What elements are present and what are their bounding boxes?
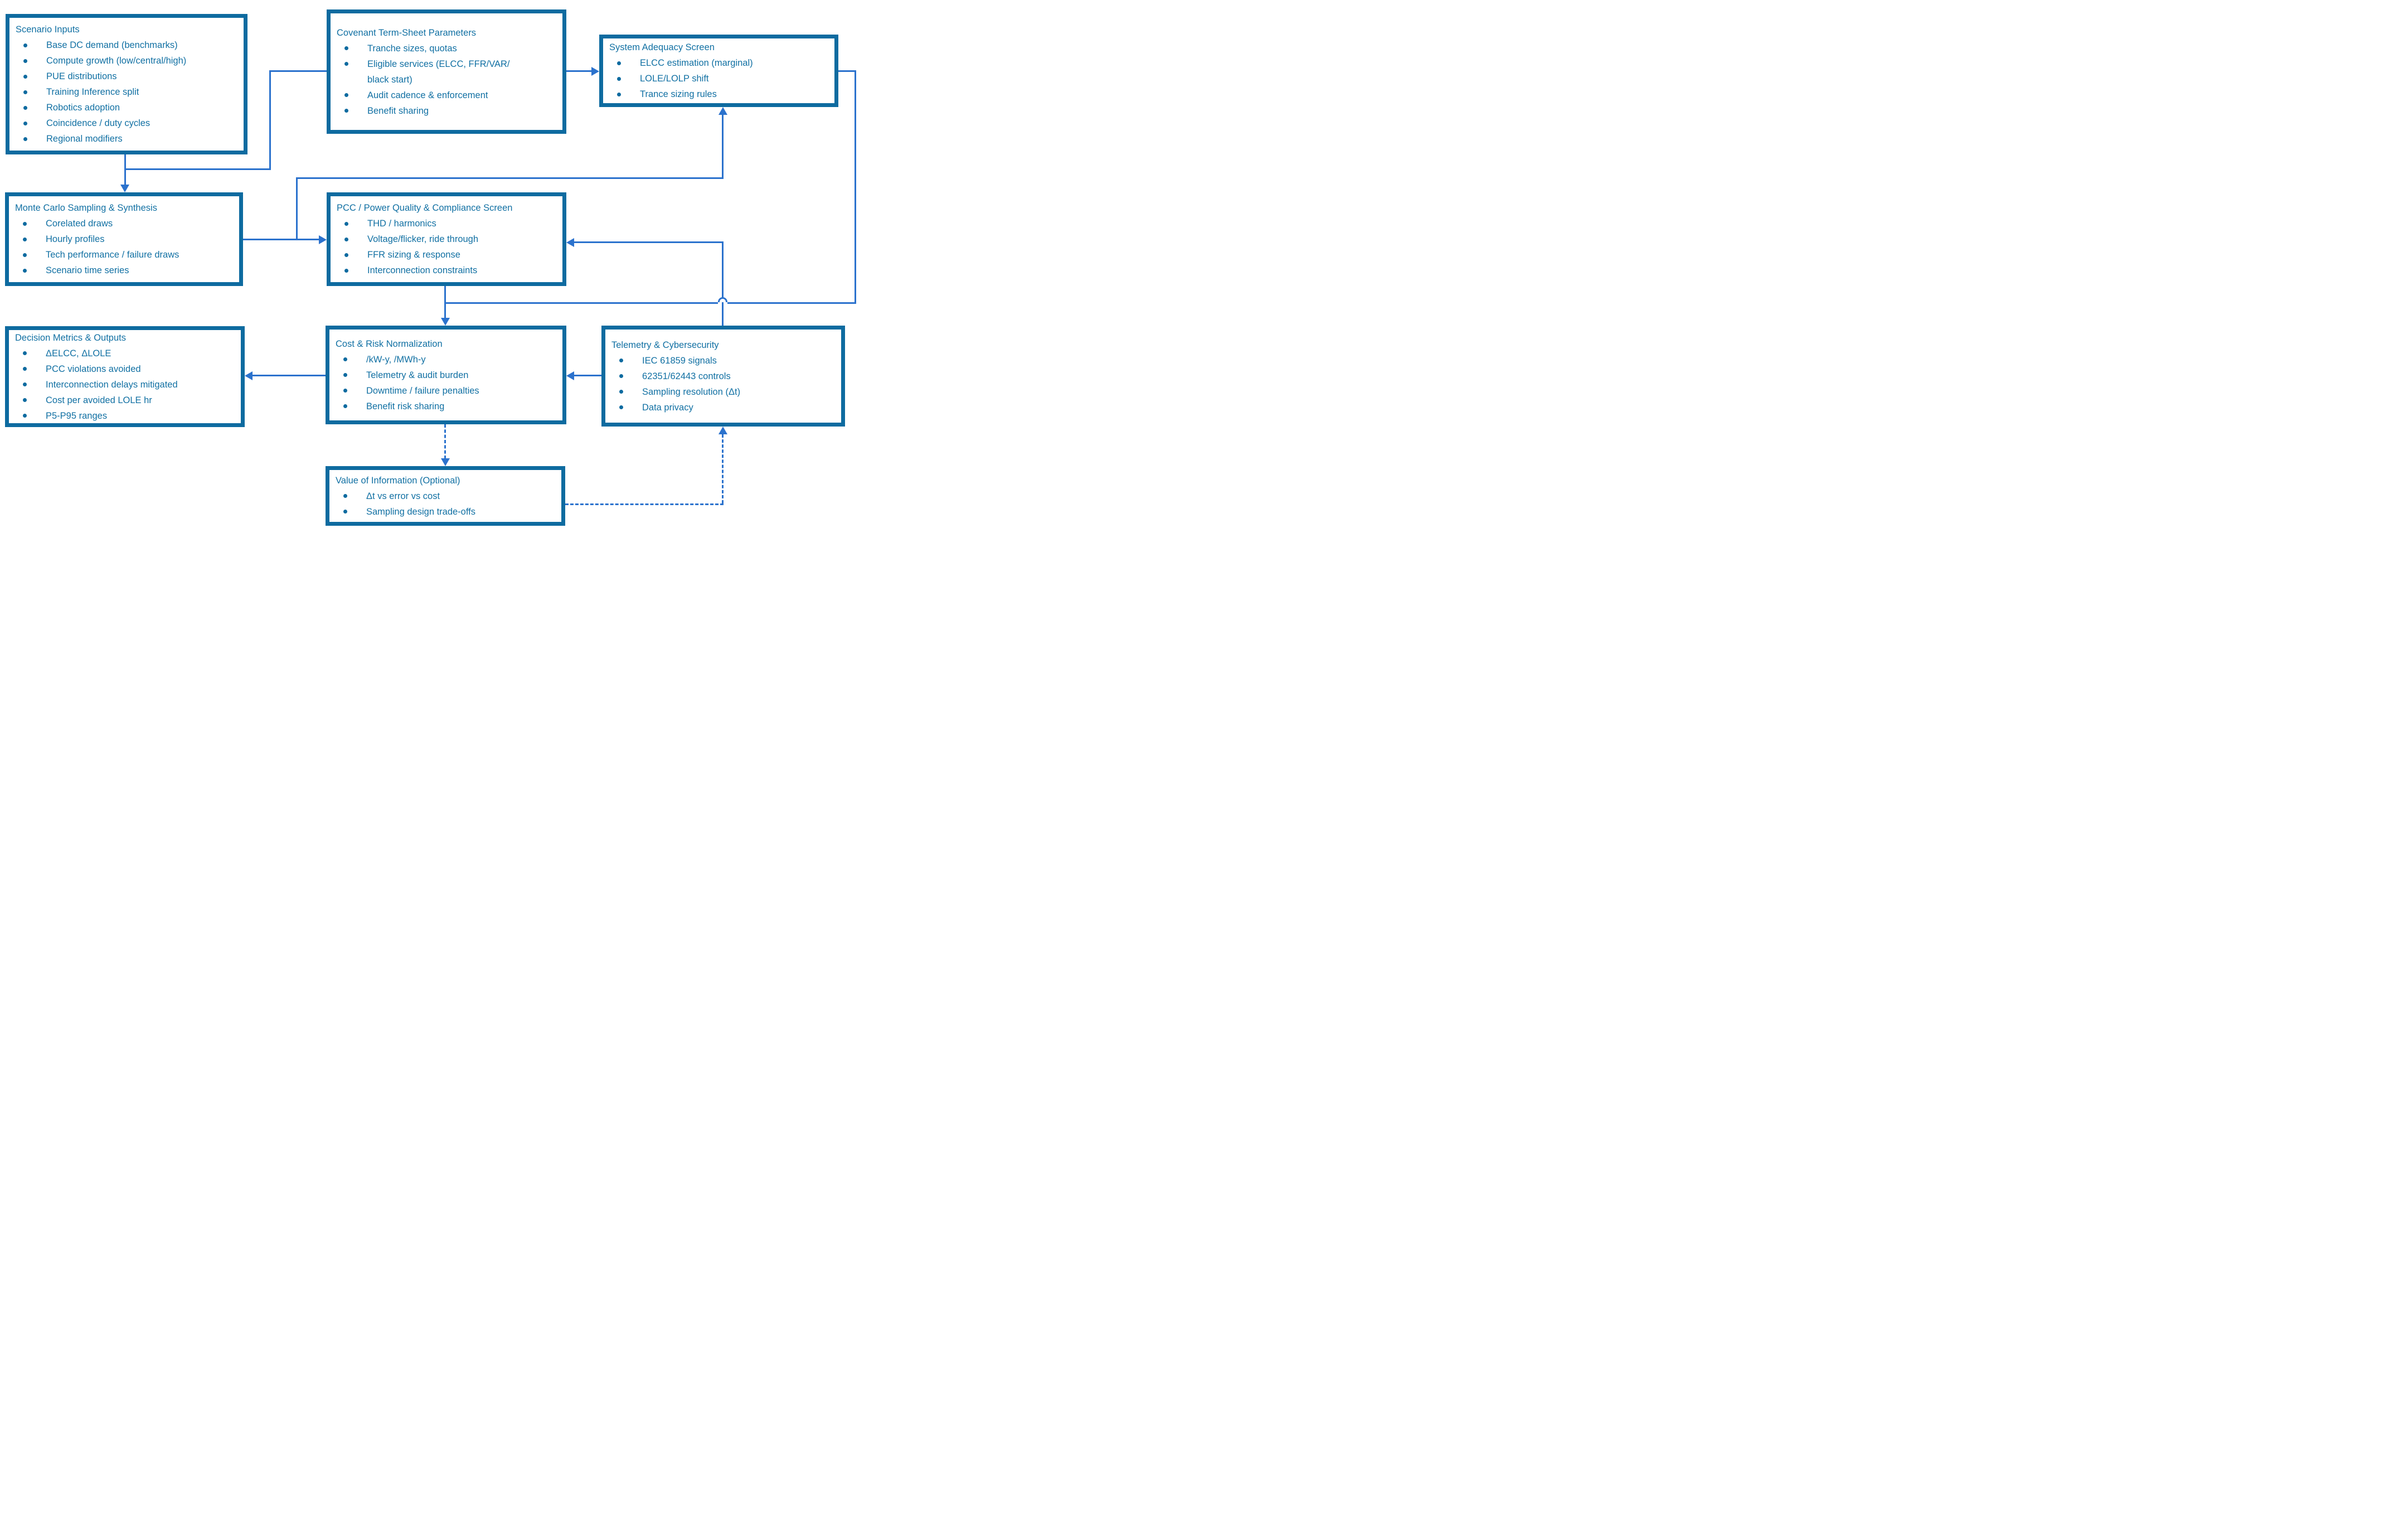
bullet-item: Hourly profiles [15, 231, 234, 247]
connector-costrisk-to-voi-dashed-segment [444, 424, 446, 459]
box-title: Covenant Term-Sheet Parameters [337, 27, 477, 38]
bullet-item: Compute growth (low/central/high) [16, 53, 238, 69]
connector-telemetry-to-pcc-segment [574, 241, 724, 243]
bullet-item: Sampling design trade-offs [336, 504, 556, 520]
arrowhead-into-telemetry-bottom [718, 427, 727, 434]
bullet-item: Sampling resolution (Δt) [611, 384, 836, 400]
bullet-item: Interconnection delays mitigated [15, 377, 235, 393]
connector-adequacy-to-costrisk-segment [727, 302, 856, 304]
connector-adequacy-to-costrisk-segment [444, 302, 718, 304]
bullet-item: Eligible services (ELCC, FFR/VAR/black s… [337, 56, 557, 88]
box-title: Monte Carlo Sampling & Synthesis [15, 203, 157, 213]
connector-scenario-to-covenant-segment [269, 70, 327, 72]
connector-montecarlo-to-adequacy-segment [296, 177, 298, 240]
box-title: PCC / Power Quality & Compliance Screen [337, 203, 513, 213]
connector-voi-to-telemetry-dashed-segment [722, 434, 724, 503]
connector-montecarlo-to-adequacy-segment [722, 114, 724, 179]
bullet-item: THD / harmonics [337, 216, 557, 231]
bullet-item: IEC 61859 signals [611, 353, 836, 369]
bullet-list: Base DC demand (benchmarks)Compute growt… [16, 37, 238, 147]
box-title: Cost & Risk Normalization [336, 338, 443, 349]
box-telemetry-cybersecurity: Telemetry & Cybersecurity IEC 61859 sign… [601, 326, 845, 427]
bullet-item: Δt vs error vs cost [336, 488, 556, 504]
bullet-item: ELCC estimation (marginal) [609, 55, 829, 71]
arrowhead-into-costrisk-top [441, 318, 450, 326]
connector-montecarlo-to-adequacy-segment [296, 177, 722, 179]
box-covenant-term-sheet-parameters: Covenant Term-Sheet Parameters Tranche s… [327, 9, 566, 134]
box-system-adequacy-screen: System Adequacy Screen ELCC estimation (… [599, 35, 838, 107]
bullet-item: Trance sizing rules [609, 86, 829, 102]
arrowhead-into-voi-top [441, 458, 450, 466]
bullet-item: Interconnection constraints [337, 263, 557, 278]
box-title: Scenario Inputs [16, 25, 80, 35]
connector-costrisk-to-decision-segment [253, 375, 326, 376]
connector-adequacy-to-costrisk-segment [838, 70, 856, 72]
connector-montecarlo-to-pcc-segment [243, 239, 319, 240]
bullet-item: Voltage/flicker, ride through [337, 231, 557, 247]
bullet-item: Tech performance / failure draws [15, 247, 234, 263]
bullet-item: Cost per avoided LOLE hr [15, 393, 235, 408]
connector-voi-to-telemetry-dashed-segment [565, 503, 724, 505]
bullet-item: FFR sizing & response [337, 247, 557, 263]
box-monte-carlo-sampling-synthesis: Monte Carlo Sampling & Synthesis Corelat… [5, 192, 243, 286]
box-title: Decision Metrics & Outputs [15, 332, 126, 343]
bullet-item: /kW-y, /MWh-y [336, 352, 557, 367]
connector-scenario-to-covenant-segment [269, 70, 271, 170]
bullet-item: Downtime / failure penalties [336, 383, 557, 399]
box-pcc-power-quality-compliance-screen: PCC / Power Quality & Compliance Screen … [327, 192, 566, 286]
bullet-item: Benefit risk sharing [336, 399, 557, 414]
connector-telemetry-to-costrisk-segment [574, 375, 601, 376]
line-hop [718, 297, 727, 302]
connector-telemetry-to-pcc-segment [722, 241, 724, 326]
bullet-item: Base DC demand (benchmarks) [16, 37, 238, 53]
bullet-item: LOLE/LOLP shift [609, 71, 829, 86]
bullet-item: ΔELCC, ΔLOLE [15, 346, 235, 361]
box-scenario-inputs: Scenario Inputs Base DC demand (benchmar… [6, 14, 247, 154]
arrowhead-into-pcc-left [319, 235, 327, 244]
bullet-item: Regional modifiers [16, 131, 238, 147]
connector-adequacy-to-costrisk-segment [855, 70, 856, 304]
arrowhead-into-decision-right [245, 371, 253, 380]
bullet-item: 62351/62443 controls [611, 369, 836, 384]
bullet-item: Audit cadence & enforcement [337, 88, 557, 103]
bullet-item: Scenario time series [15, 263, 234, 278]
diagram-canvas: Scenario Inputs Base DC demand (benchmar… [0, 0, 860, 543]
bullet-item: Coincidence / duty cycles [16, 115, 238, 131]
bullet-item: Telemetry & audit burden [336, 367, 557, 383]
connector-covenant-to-adequacy-segment [566, 70, 593, 72]
bullet-item: Data privacy [611, 400, 836, 415]
arrowhead-into-pcc-right [566, 238, 574, 247]
box-title: Value of Information (Optional) [336, 475, 460, 486]
bullet-list: ELCC estimation (marginal)LOLE/LOLP shif… [609, 55, 829, 102]
connector-scenario-to-covenant-segment [124, 168, 271, 170]
box-title: Telemetry & Cybersecurity [611, 340, 719, 350]
bullet-item: P5-P95 ranges [15, 408, 235, 424]
arrowhead-into-monte-carlo [120, 185, 129, 192]
bullet-item: PUE distributions [16, 69, 238, 84]
box-title: System Adequacy Screen [609, 42, 715, 52]
bullet-item: Benefit sharing [337, 103, 557, 119]
arrowhead-into-system-adequacy-left [591, 67, 599, 76]
bullet-item: Corelated draws [15, 216, 234, 231]
box-value-of-information: Value of Information (Optional) Δt vs er… [326, 466, 565, 526]
arrowhead-into-system-adequacy-bottom [718, 107, 727, 115]
bullet-item: Tranche sizes, quotas [337, 41, 557, 56]
bullet-item: Training Inference split [16, 84, 238, 100]
arrowhead-into-costrisk-right [566, 371, 574, 380]
bullet-item: PCC violations avoided [15, 361, 235, 377]
bullet-item: Robotics adoption [16, 100, 238, 115]
